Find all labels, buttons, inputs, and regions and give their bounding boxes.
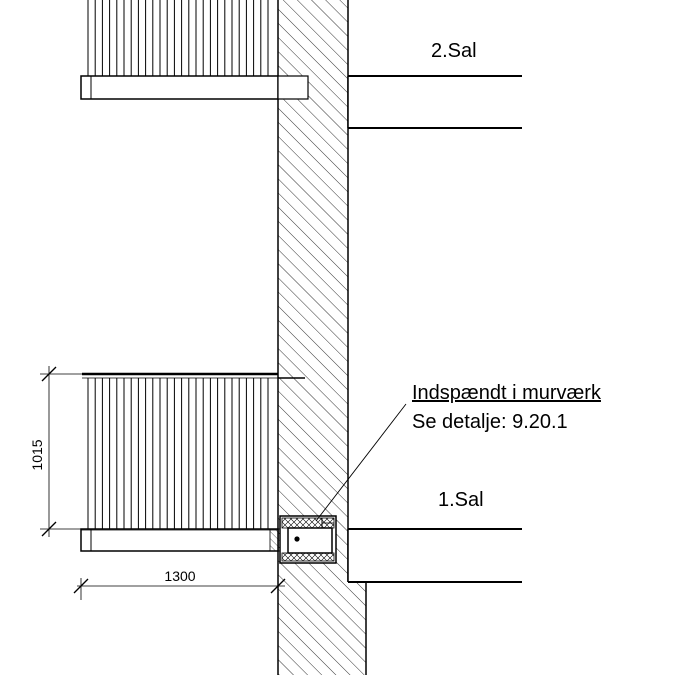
masonry-wall	[277, 0, 367, 675]
floor-slab-lower	[347, 528, 522, 583]
upper-balcony-slab	[80, 75, 279, 100]
balcony-depth-value: 1300	[164, 568, 195, 584]
annotation-leader-line	[315, 403, 407, 522]
balcony-depth-dimension	[73, 578, 286, 600]
railing-height-value: 1015	[29, 439, 45, 470]
upper-railing-balusters	[87, 0, 269, 76]
anchor-point	[294, 536, 300, 542]
upper-balcony	[80, 0, 309, 100]
railing-height-dimension	[40, 366, 88, 537]
lower-balcony-slab	[80, 528, 279, 552]
lower-railing-balusters	[87, 378, 269, 529]
floor-label-lower: 1.Sal	[438, 489, 484, 511]
annotation-detail-reference: Se detalje: 9.20.1	[412, 411, 568, 433]
lower-balcony	[80, 372, 305, 552]
upper-balcony-anchor	[277, 75, 309, 100]
floor-slab-upper	[347, 75, 522, 129]
floor-label-upper: 2.Sal	[431, 40, 477, 62]
slab-edge-plate	[269, 528, 281, 552]
masonry-anchorage	[279, 515, 337, 564]
annotation-title: Indspændt i murværk	[412, 382, 602, 404]
